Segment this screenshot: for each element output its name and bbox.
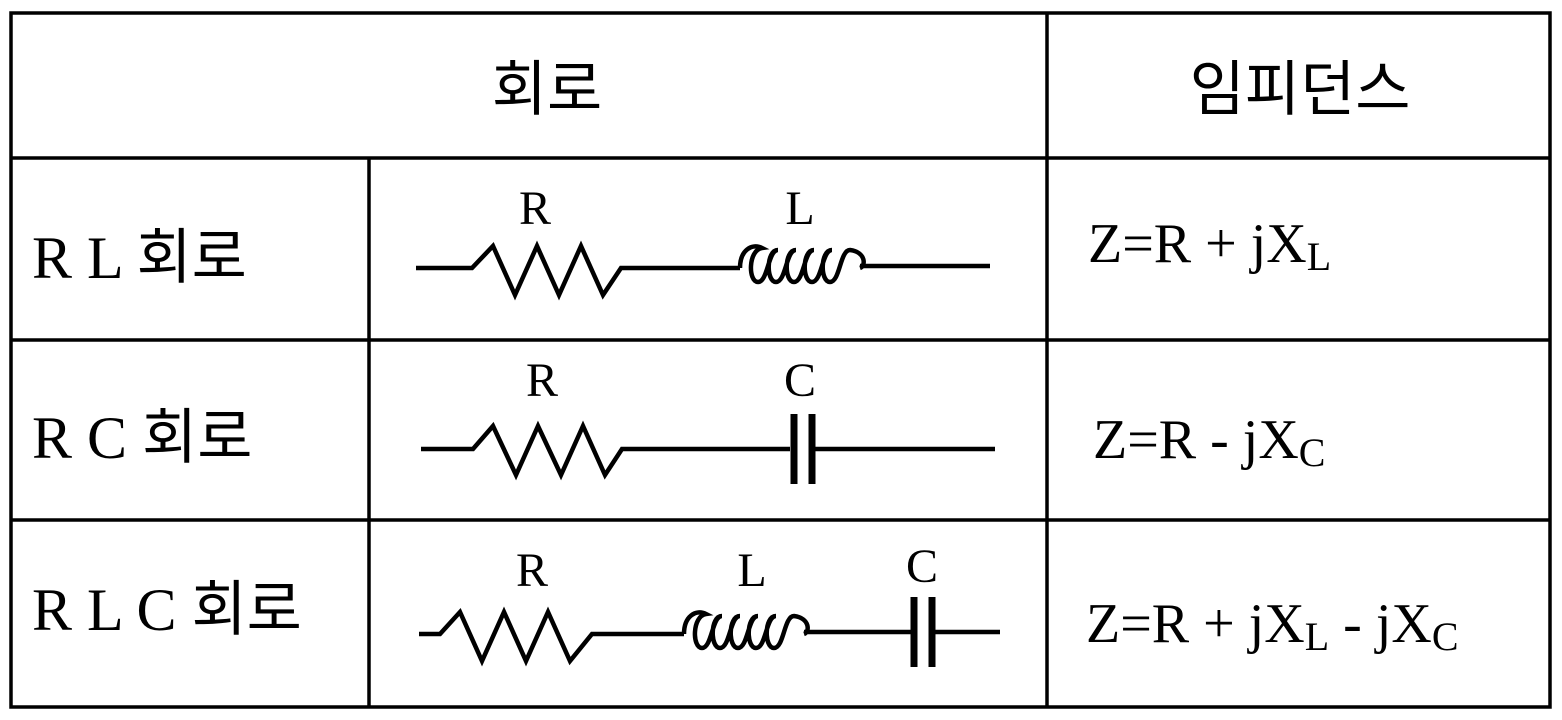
formula-middle: - jX: [1329, 593, 1432, 655]
inductor-symbol: [681, 610, 810, 651]
header-impedance: 임피던스: [1190, 57, 1411, 123]
rl-inductor-label: L: [785, 182, 814, 235]
inductor-symbol: [737, 244, 866, 285]
rl-impedance-formula: Z=R + jXL: [1088, 213, 1331, 279]
rc-resistor-label: R: [526, 354, 558, 407]
table-grid: [9, 11, 1552, 709]
rlc-inductor-label: L: [737, 544, 766, 597]
formula-main: Z=R - jX: [1093, 409, 1299, 471]
rc-circuit-diagram: [421, 414, 995, 484]
table-border: [9, 11, 1552, 709]
rlc-capacitor-label: C: [906, 540, 938, 593]
formula-subscript: C: [1299, 430, 1326, 475]
resistor-symbol: [419, 606, 684, 667]
rc-capacitor-label: C: [784, 354, 816, 407]
formula-main: Z=R + jX: [1088, 213, 1307, 275]
formula-subscript: C: [1432, 614, 1459, 659]
header-circuit: 회로: [492, 57, 602, 123]
row-name-rlc: R L C 회로: [32, 577, 302, 643]
resistor-symbol: [421, 420, 790, 481]
row-name-rl: R L 회로: [32, 225, 247, 291]
formula-subscript: L: [1307, 234, 1331, 279]
resistor-symbol: [416, 240, 740, 301]
rlc-circuit-diagram: [419, 597, 1000, 667]
rc-impedance-formula: Z=R - jXC: [1093, 409, 1325, 475]
rl-circuit-diagram: [416, 240, 990, 301]
rl-resistor-label: R: [519, 182, 551, 235]
formula-main: Z=R + jX: [1086, 593, 1305, 655]
formula-subscript: L: [1305, 614, 1329, 659]
row-name-rc: R C 회로: [32, 405, 252, 471]
rlc-resistor-label: R: [516, 544, 548, 597]
rlc-impedance-formula: Z=R + jXL - jXC: [1086, 593, 1459, 659]
